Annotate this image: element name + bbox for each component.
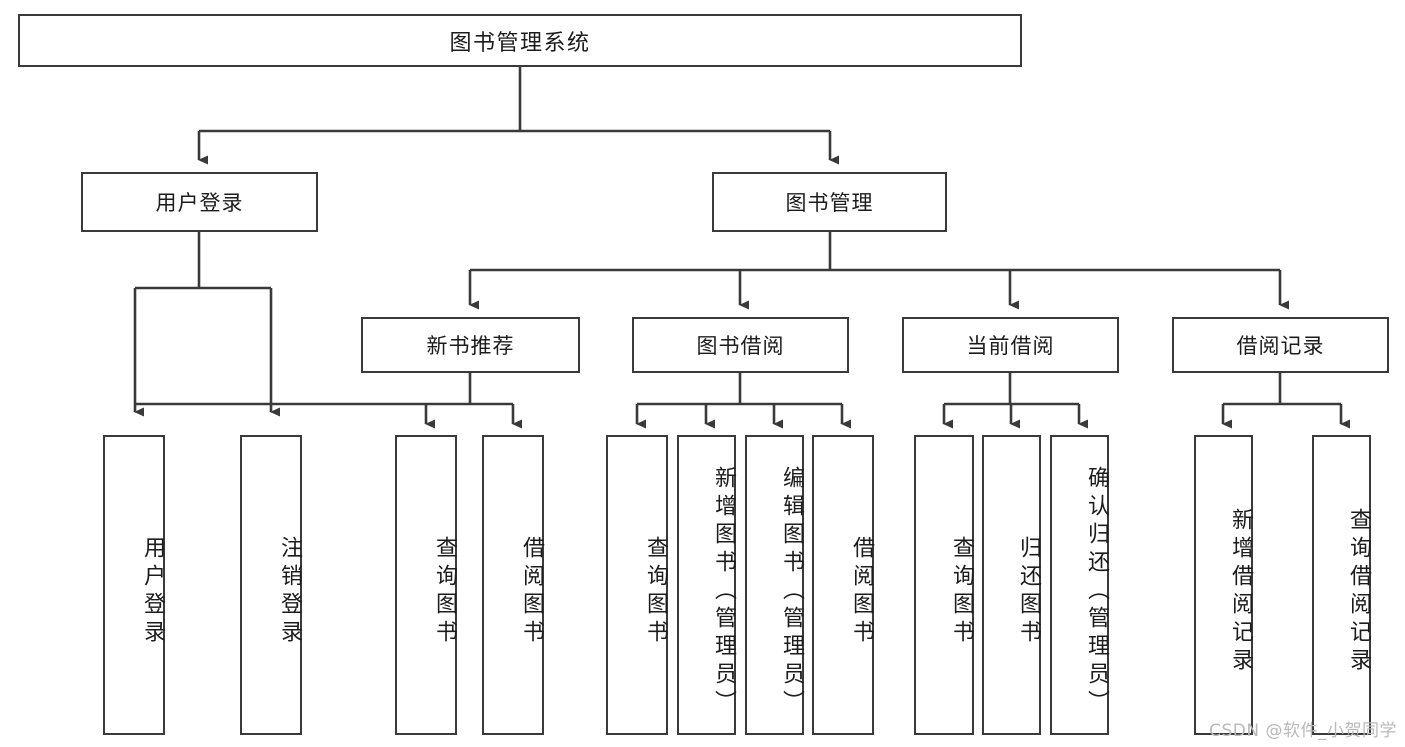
node-current-borrow-label: 当前借阅 [966, 334, 1055, 358]
leaf-query-book-1[interactable]: 查询图书 [395, 435, 457, 735]
leaf-borrow-book-1-label: 借阅图书 [519, 536, 544, 648]
leaf-user-login[interactable]: 用户登录 [103, 435, 165, 735]
node-new-book-recommend[interactable]: 新书推荐 [361, 317, 580, 373]
leaf-query-record-label: 查询借阅记录 [1346, 508, 1371, 676]
node-book-manage[interactable]: 图书管理 [712, 172, 947, 232]
leaf-query-record[interactable]: 查询借阅记录 [1312, 435, 1371, 735]
node-borrow-record[interactable]: 借阅记录 [1172, 317, 1389, 373]
leaf-confirm-return[interactable]: 确认归还（管理员） [1050, 435, 1109, 735]
leaf-query-book-2[interactable]: 查询图书 [606, 435, 668, 735]
leaf-logout-login[interactable]: 注销登录 [240, 435, 302, 735]
leaf-add-record[interactable]: 新增借阅记录 [1194, 435, 1253, 735]
leaf-add-record-label: 新增借阅记录 [1228, 508, 1253, 676]
leaf-add-book[interactable]: 新增图书（管理员） [677, 435, 736, 735]
node-root[interactable]: 图书管理系统 [18, 14, 1022, 67]
node-book-manage-label: 图书管理 [785, 191, 874, 215]
node-root-label: 图书管理系统 [449, 30, 591, 56]
watermark: CSDN @软件_小贺同学 [1209, 721, 1397, 741]
node-user-login-label: 用户登录 [155, 191, 244, 215]
leaf-query-book-3[interactable]: 查询图书 [914, 435, 974, 735]
leaf-edit-book-label: 编辑图书（管理员） [779, 466, 804, 718]
node-borrow-record-label: 借阅记录 [1236, 334, 1325, 358]
leaf-return-book[interactable]: 归还图书 [982, 435, 1041, 735]
leaf-borrow-book-1[interactable]: 借阅图书 [482, 435, 544, 735]
node-user-login[interactable]: 用户登录 [81, 172, 318, 232]
node-current-borrow[interactable]: 当前借阅 [902, 317, 1119, 373]
leaf-logout-login-label: 注销登录 [277, 536, 302, 648]
leaf-borrow-book-2[interactable]: 借阅图书 [812, 435, 874, 735]
leaf-borrow-book-2-label: 借阅图书 [849, 536, 874, 648]
leaf-return-book-label: 归还图书 [1016, 536, 1041, 648]
leaf-query-book-2-label: 查询图书 [643, 536, 668, 648]
leaf-confirm-return-label: 确认归还（管理员） [1084, 466, 1109, 718]
leaf-edit-book[interactable]: 编辑图书（管理员） [745, 435, 804, 735]
node-new-book-recommend-label: 新书推荐 [426, 334, 515, 358]
leaf-add-book-label: 新增图书（管理员） [711, 466, 736, 718]
leaf-query-book-3-label: 查询图书 [949, 536, 974, 648]
node-book-borrow[interactable]: 图书借阅 [632, 317, 849, 373]
leaf-user-login-label: 用户登录 [140, 536, 165, 648]
node-book-borrow-label: 图书借阅 [696, 334, 785, 358]
leaf-query-book-1-label: 查询图书 [432, 536, 457, 648]
